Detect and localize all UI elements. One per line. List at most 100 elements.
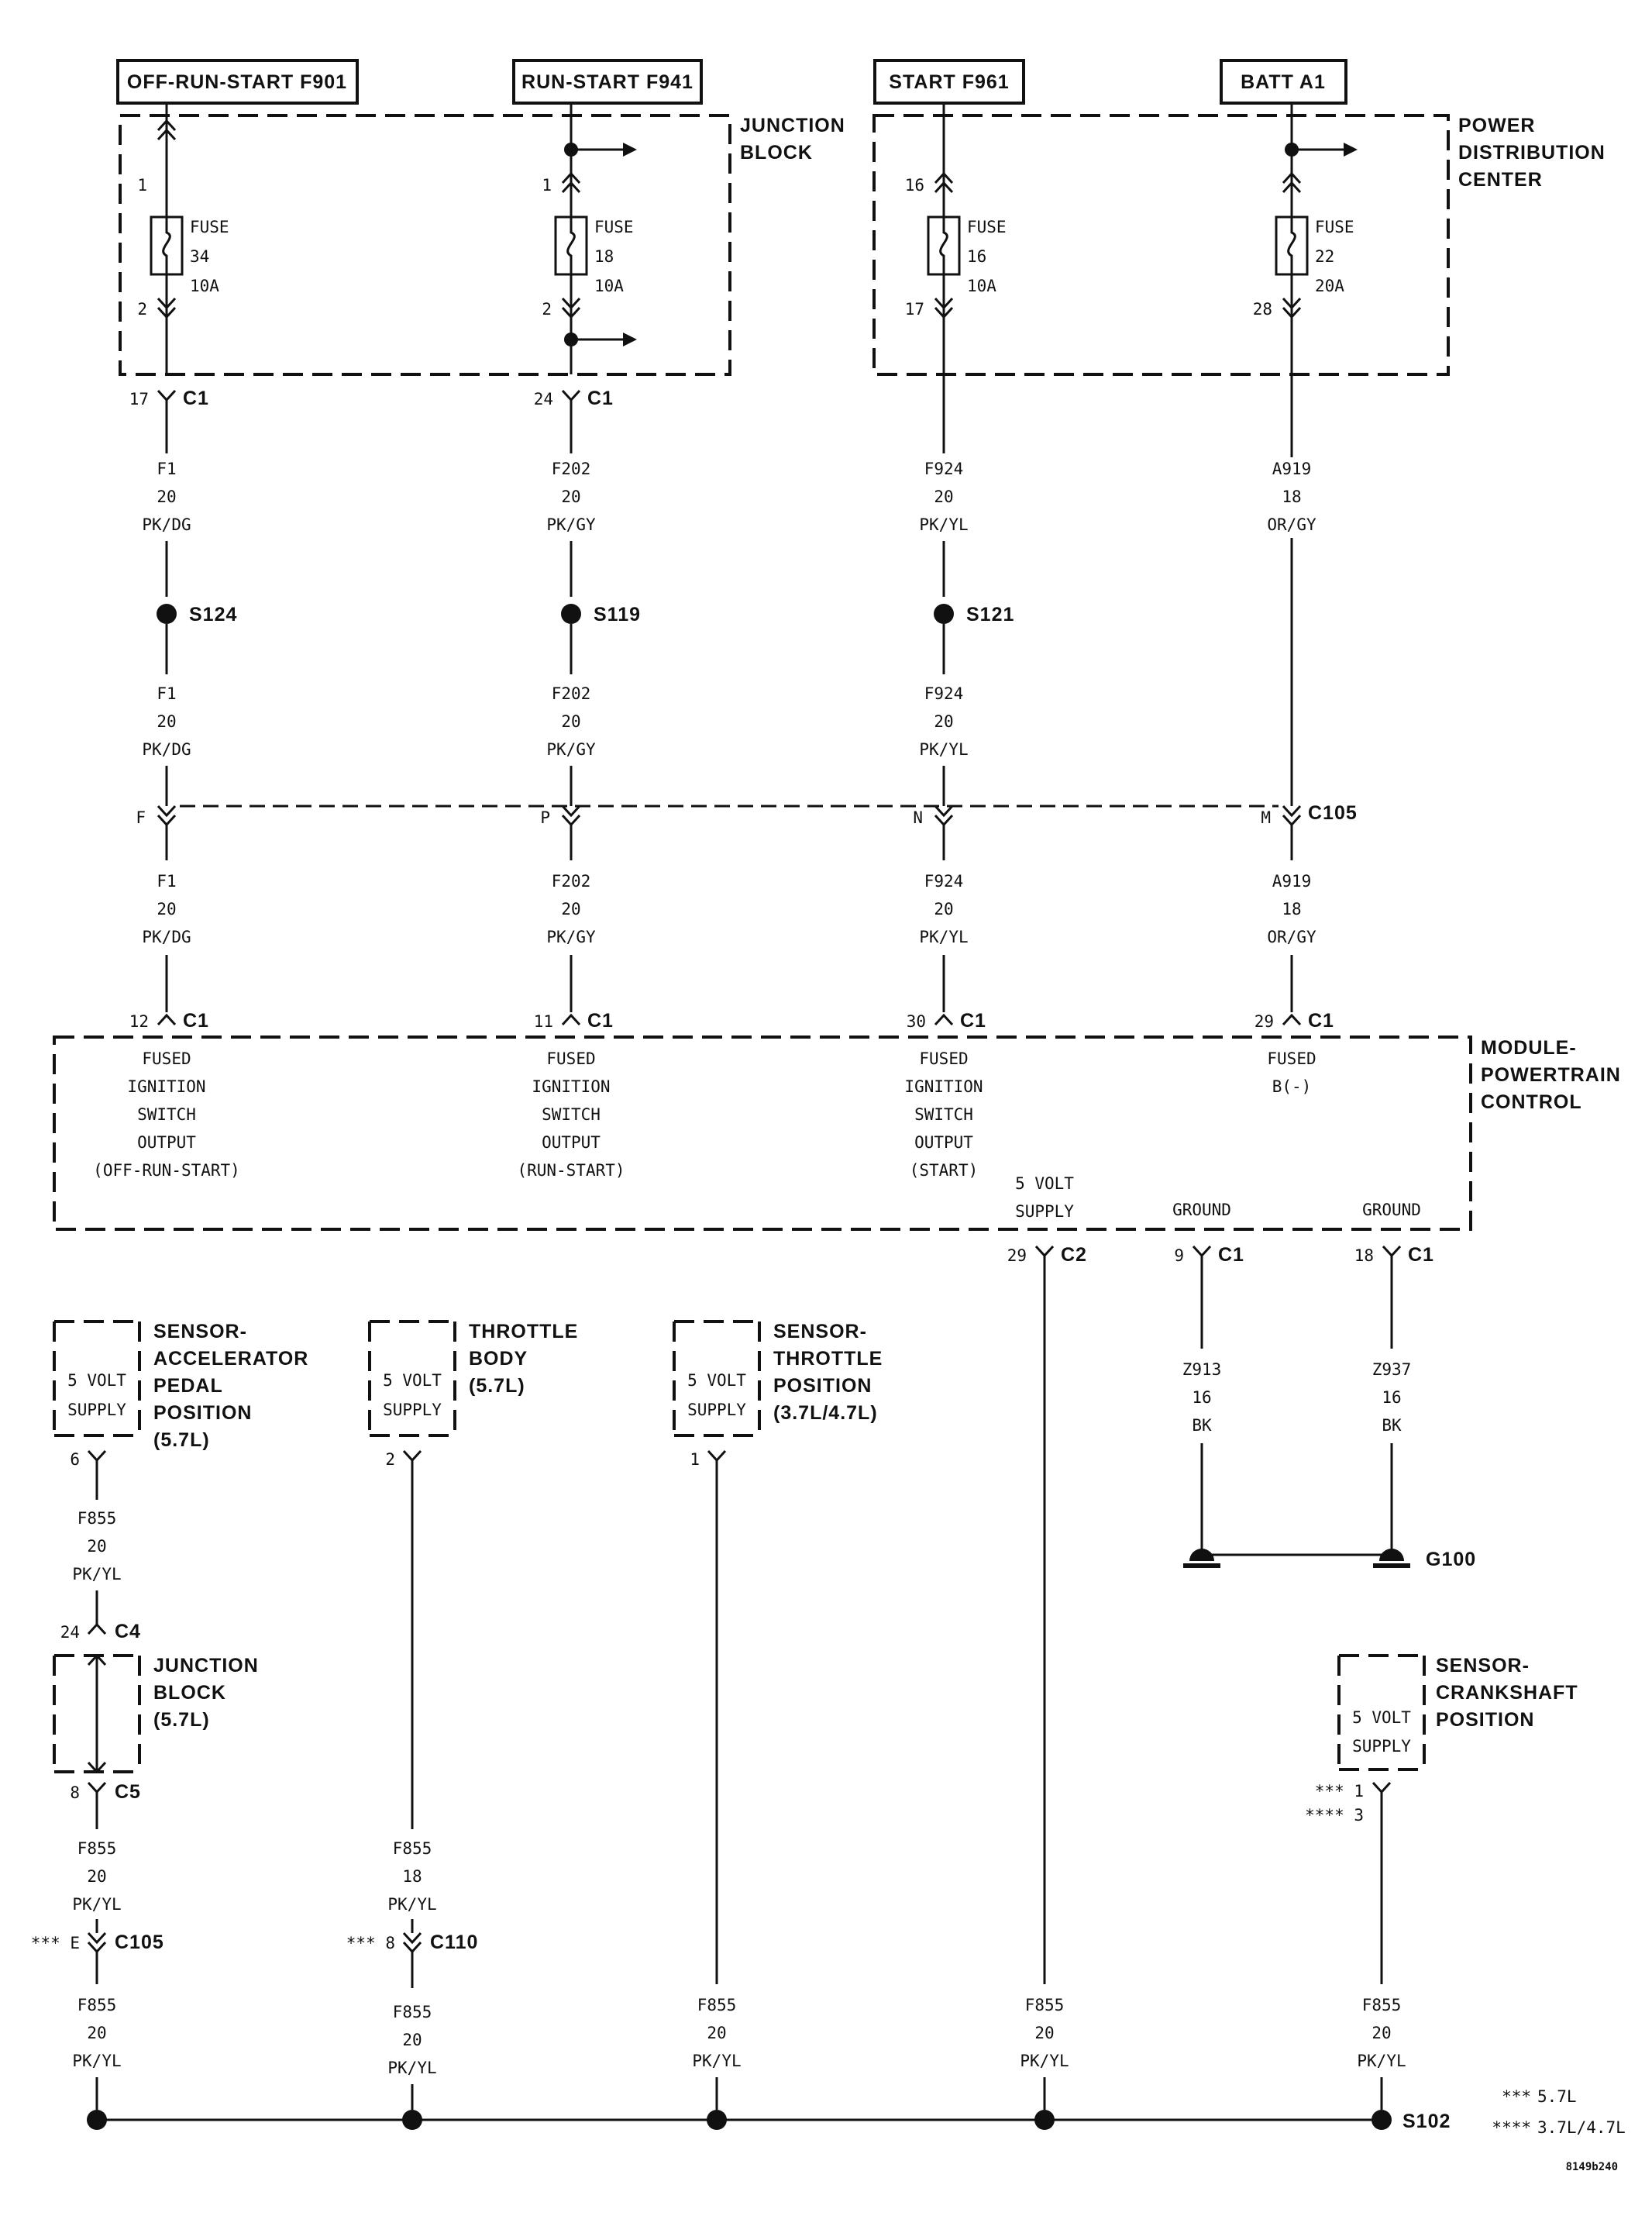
svg-text:29: 29	[1007, 1246, 1027, 1265]
svg-text:C1: C1	[183, 1010, 209, 1032]
svg-text:THROTTLE: THROTTLE	[773, 1348, 883, 1370]
svg-text:34: 34	[190, 247, 209, 266]
junction-block-label: JUNCTION BLOCK	[740, 115, 845, 164]
pdc-label: POWER DISTRIBUTION CENTER	[1458, 115, 1606, 191]
svg-text:SWITCH: SWITCH	[914, 1105, 973, 1124]
svg-text:Z937: Z937	[1372, 1360, 1412, 1379]
svg-text:F855: F855	[77, 1839, 117, 1858]
svg-text:30: 30	[907, 1012, 926, 1031]
wire-f924-mid: F924 20 PK/YL	[919, 684, 969, 806]
svg-text:20: 20	[707, 2024, 726, 2042]
svg-text:CRANKSHAFT: CRANKSHAFT	[1436, 1682, 1578, 1704]
svg-text:POWER: POWER	[1458, 115, 1535, 136]
svg-text:20: 20	[561, 900, 580, 918]
svg-text:FUSE: FUSE	[967, 218, 1007, 236]
svg-text:BLOCK: BLOCK	[153, 1682, 226, 1704]
svg-text:22: 22	[1315, 247, 1334, 266]
svg-text:POWERTRAIN: POWERTRAIN	[1481, 1064, 1621, 1086]
svg-text:F855: F855	[1362, 1996, 1402, 2014]
svg-text:SUPPLY: SUPPLY	[67, 1401, 126, 1419]
svg-text:C5: C5	[115, 1781, 141, 1803]
svg-text:OUTPUT: OUTPUT	[137, 1133, 196, 1152]
svg-text:(5.7L): (5.7L)	[153, 1429, 210, 1451]
svg-text:(START): (START)	[910, 1161, 979, 1180]
svg-text:20: 20	[561, 488, 580, 506]
svg-text:16: 16	[1192, 1388, 1211, 1407]
svg-text:(3.7L/4.7L): (3.7L/4.7L)	[773, 1402, 878, 1424]
app-wire-2: F855 20 PK/YL	[72, 1839, 122, 1933]
svg-text:SENSOR-: SENSOR-	[153, 1321, 247, 1342]
svg-text:18: 18	[1282, 488, 1301, 506]
svg-text:C1: C1	[1408, 1244, 1434, 1266]
svg-text:PK/YL: PK/YL	[387, 2059, 436, 2077]
pcm-c1-9: 9 C1	[1174, 1244, 1244, 1349]
svg-text:C2: C2	[1061, 1244, 1087, 1266]
connector-c105: F P N M C105	[136, 802, 1358, 827]
svg-text:C105: C105	[1308, 802, 1358, 824]
svg-text:DISTRIBUTION: DISTRIBUTION	[1458, 142, 1606, 164]
svg-text:(RUN-START): (RUN-START)	[517, 1161, 625, 1180]
app-sensor: 5 VOLT SUPPLY SENSOR- ACCELERATOR PEDAL …	[53, 1320, 308, 1500]
tb-wire-1: F855 18 PK/YL	[387, 1839, 437, 1933]
splice-s121: S121	[934, 604, 1014, 674]
svg-text:FUSED: FUSED	[1267, 1049, 1316, 1068]
svg-text:17: 17	[129, 390, 149, 408]
svg-text:18: 18	[594, 247, 614, 266]
svg-text:POSITION: POSITION	[153, 1402, 252, 1424]
pcm-function-2: FUSED IGNITION SWITCH OUTPUT (RUN-START)	[517, 1049, 625, 1180]
svg-text:20: 20	[87, 2024, 106, 2042]
svg-text:A919: A919	[1272, 460, 1312, 478]
svg-text:20: 20	[87, 1537, 106, 1556]
svg-text:20: 20	[1372, 2024, 1391, 2042]
svg-text:3.7L/4.7L: 3.7L/4.7L	[1537, 2118, 1626, 2137]
source-label: OFF-RUN-START F901	[127, 71, 347, 93]
fuse-18: 1 2 FUSE 18 10A	[542, 103, 637, 374]
svg-text:OR/GY: OR/GY	[1267, 928, 1316, 946]
svg-text:SENSOR-: SENSOR-	[773, 1321, 867, 1342]
svg-text:OR/GY: OR/GY	[1267, 515, 1316, 534]
wire-f202-upper: F202 20 PK/GY	[546, 460, 596, 597]
svg-text:M: M	[1261, 808, 1271, 827]
svg-text:PK/YL: PK/YL	[692, 2052, 741, 2070]
svg-text:SWITCH: SWITCH	[542, 1105, 601, 1124]
svg-text:S121: S121	[966, 604, 1014, 625]
svg-text:12: 12	[129, 1012, 149, 1031]
svg-text:MODULE-: MODULE-	[1481, 1037, 1577, 1059]
svg-text:C110: C110	[430, 1931, 478, 1953]
svg-text:BK: BK	[1192, 1416, 1212, 1435]
svg-text:*** 8: *** 8	[346, 1934, 395, 1952]
figure-id: 8149b240	[1566, 2161, 1618, 2173]
connector-c110: *** 8 C110	[346, 1931, 478, 1988]
svg-text:F202: F202	[552, 460, 591, 478]
svg-text:24: 24	[534, 390, 553, 408]
svg-text:FUSED: FUSED	[142, 1049, 191, 1068]
svg-text:F1: F1	[157, 872, 176, 891]
svg-text:S119: S119	[594, 604, 641, 625]
tps-sensor: 5 VOLT SUPPLY SENSOR- THROTTLE POSITION …	[673, 1320, 883, 1984]
svg-text:PK/YL: PK/YL	[72, 2052, 121, 2070]
svg-text:FUSED: FUSED	[919, 1049, 968, 1068]
svg-text:10A: 10A	[190, 277, 219, 295]
svg-text:****: ****	[1492, 2118, 1531, 2137]
svg-text:B(-): B(-)	[1272, 1077, 1312, 1096]
wire-f202-lower: F202 20 PK/GY	[546, 825, 596, 1012]
svg-text:20: 20	[157, 488, 176, 506]
svg-text:20: 20	[157, 900, 176, 918]
tps-wire: F855 20 PK/YL	[690, 1994, 744, 2110]
svg-text:20: 20	[934, 900, 953, 918]
svg-text:GROUND: GROUND	[1172, 1201, 1231, 1219]
svg-text:10A: 10A	[967, 277, 996, 295]
svg-text:20: 20	[934, 488, 953, 506]
svg-text:16: 16	[967, 247, 986, 266]
svg-text:PK/DG: PK/DG	[142, 515, 191, 534]
svg-text:1: 1	[542, 176, 552, 195]
ground-g100: G100	[1183, 1549, 1475, 1570]
pcm-function-ground-2: GROUND	[1362, 1201, 1421, 1219]
svg-text:20: 20	[157, 712, 176, 731]
pcm-c2-29: 29 C2	[1007, 1244, 1087, 1984]
svg-text:8: 8	[70, 1783, 80, 1802]
svg-text:18: 18	[402, 1867, 422, 1886]
svg-text:5 VOLT: 5 VOLT	[1352, 1708, 1411, 1727]
svg-text:OUTPUT: OUTPUT	[542, 1133, 601, 1152]
svg-text:18: 18	[1282, 900, 1301, 918]
